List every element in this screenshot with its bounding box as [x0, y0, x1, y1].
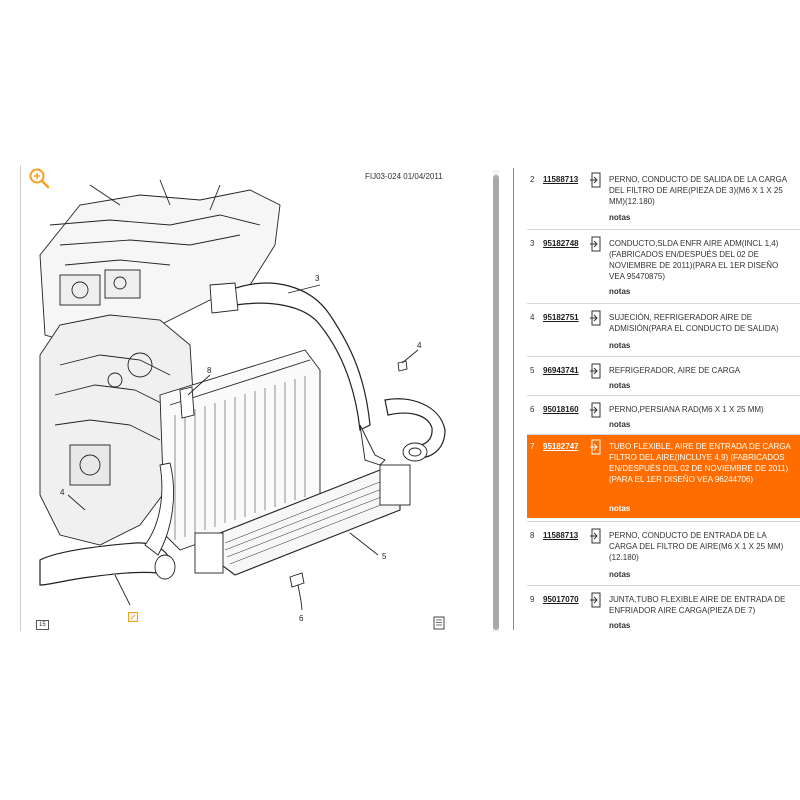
row-separator: [527, 521, 800, 522]
part-description: TUBO FLEXIBLE, AIRE DE ENTRADA DE CARGA …: [609, 442, 791, 484]
exploded-view-diagram[interactable]: 3 4 8 4 5 6: [20, 165, 490, 631]
callout-5: 5: [382, 552, 387, 561]
part-description: JUNTA,TUBO FLEXIBLE AIRE DE ENTRADA DE E…: [609, 595, 786, 615]
notes-link[interactable]: notas: [609, 504, 631, 513]
callout-3: 3: [315, 274, 320, 283]
row-separator: [527, 585, 800, 586]
diagram-code: FIJ03-024 01/04/2011: [365, 172, 443, 181]
part-number-link[interactable]: 95018160: [543, 405, 579, 414]
print-icon[interactable]: [433, 616, 445, 630]
part-description: SUJECIÓN, REFRIGERADOR AIRE DE ADMISIÓN(…: [609, 313, 779, 333]
part-number-link[interactable]: 95182751: [543, 313, 579, 322]
notes-link[interactable]: notas: [609, 287, 631, 296]
notes-link[interactable]: notas: [609, 570, 631, 579]
part-number-link[interactable]: 96943741: [543, 366, 579, 375]
part-number-link[interactable]: 11588713: [543, 175, 579, 184]
callout-7-marker-icon[interactable]: [128, 612, 138, 622]
callout-6: 6: [299, 614, 304, 623]
part-description: CONDUCTO,SLDA ENFR AIRE ADM(INCL 1,4) (F…: [609, 239, 779, 281]
part-description: PERNO, CONDUCTO DE SALIDA DE LA CARGA DE…: [609, 175, 787, 206]
part-number-link[interactable]: 95017070: [543, 595, 579, 604]
part-description: PERNO,PERSIANA RAD(M6 X 1 X 25 MM): [609, 405, 764, 414]
part-description: PERNO, CONDUCTO DE ENTRADA DE LA CARGA D…: [609, 531, 784, 562]
pane-divider: [513, 168, 514, 630]
part-number-link[interactable]: 11588713: [543, 531, 579, 540]
diagram-pane: 3 4 8 4 5 6 FIJ03-024 01/04/2011 15: [20, 165, 490, 631]
part-row[interactable]: 6 95018160 PERNO,PERSIANA RAD(M6 X 1 X 25 …: [527, 398, 800, 431]
part-row[interactable]: 7 95182747 TUBO FLEXIBLE, AIRE DE ENTRADA …: [527, 435, 800, 518]
notes-link[interactable]: notas: [609, 381, 631, 390]
part-row[interactable]: 5 96943741 REFRIGERADOR, AIRE DE CARGA nota…: [527, 359, 800, 392]
part-description: REFRIGERADOR, AIRE DE CARGA: [609, 366, 741, 375]
add-to-cart-icon[interactable]: [589, 172, 603, 188]
part-index: 5: [530, 366, 535, 375]
add-to-cart-icon[interactable]: [589, 363, 603, 379]
part-index: 3: [530, 239, 535, 248]
part-index: 9: [530, 595, 535, 604]
figure-id: 15: [36, 620, 49, 630]
add-to-cart-icon[interactable]: [589, 402, 603, 418]
part-row[interactable]: 2 11588713 PERNO, CONDUCTO DE SALIDA DE LA…: [527, 168, 800, 226]
add-to-cart-icon[interactable]: [589, 439, 603, 455]
row-separator: [527, 434, 800, 435]
add-to-cart-icon[interactable]: [589, 236, 603, 252]
callout-4b: 4: [60, 488, 65, 497]
row-separator: [527, 395, 800, 396]
part-index: 2: [530, 175, 535, 184]
part-number-link[interactable]: 95182747: [543, 442, 579, 451]
notes-link[interactable]: notas: [609, 213, 631, 222]
part-row[interactable]: 8 11588713 PERNO, CONDUCTO DE ENTRADA DE L…: [527, 524, 800, 582]
notes-link[interactable]: notas: [609, 420, 631, 429]
part-row[interactable]: 9 95017070 JUNTA,TUBO FLEXIBLE AIRE DE ENT…: [527, 588, 800, 630]
part-index: 4: [530, 313, 535, 322]
scrollbar-thumb[interactable]: [493, 175, 499, 630]
callout-8: 8: [207, 366, 212, 375]
zoom-in-icon[interactable]: [28, 167, 50, 189]
add-to-cart-icon[interactable]: [589, 528, 603, 544]
part-index: 8: [530, 531, 535, 540]
part-number-link[interactable]: 95182748: [543, 239, 579, 248]
part-index: 7: [530, 442, 535, 451]
add-to-cart-icon[interactable]: [589, 592, 603, 608]
add-to-cart-icon[interactable]: [589, 310, 603, 326]
row-separator: [527, 229, 800, 230]
part-index: 6: [530, 405, 535, 414]
part-row[interactable]: 4 95182751 SUJECIÓN, REFRIGERADOR AIRE DE …: [527, 306, 800, 353]
parts-list: 2 11588713 PERNO, CONDUCTO DE SALIDA DE LA…: [527, 168, 800, 630]
row-separator: [527, 356, 800, 357]
callout-4: 4: [417, 341, 422, 350]
row-separator: [527, 303, 800, 304]
part-row[interactable]: 3 95182748 CONDUCTO,SLDA ENFR AIRE ADM(INC…: [527, 232, 800, 300]
pane-border: [20, 165, 21, 631]
notes-link[interactable]: notas: [609, 341, 631, 350]
notes-link[interactable]: notas: [609, 621, 631, 630]
